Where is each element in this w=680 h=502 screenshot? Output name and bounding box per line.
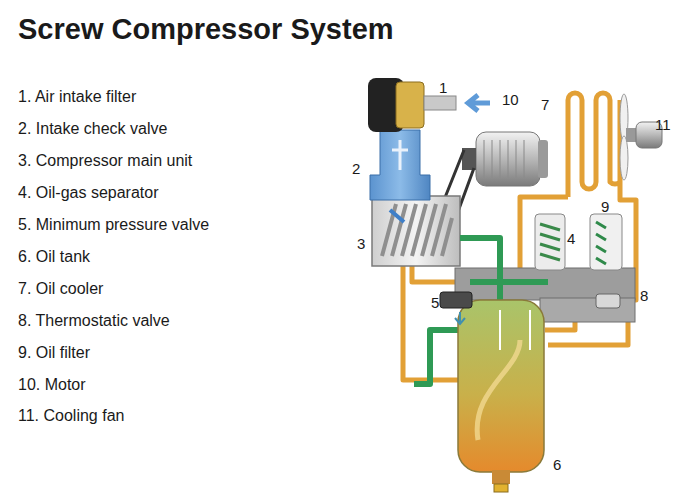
oil-tank [458, 300, 544, 492]
legend-item: 4. Oil-gas separator [18, 184, 159, 202]
drain-valve [494, 484, 508, 492]
intake-check-valve [370, 130, 430, 200]
tank-body [458, 300, 544, 472]
legend-item: 1. Air intake filter [18, 88, 136, 106]
intake-arrow [468, 95, 490, 111]
valve-stem [392, 140, 408, 170]
blowdown-arrow [455, 312, 465, 324]
swirl-arrow [477, 340, 520, 440]
diagram-title: Screw Compressor System [18, 13, 394, 46]
callout-number: 2 [352, 160, 360, 177]
thermostatic-valve [596, 294, 620, 308]
air-flow-arrow [390, 210, 404, 222]
callout-number: 10 [502, 91, 519, 108]
compressor-unit [372, 196, 460, 266]
manifold-lower [540, 298, 635, 322]
legend-item: 6. Oil tank [18, 248, 90, 266]
legend-item: 7. Oil cooler [18, 280, 103, 298]
fan-hub [626, 128, 636, 142]
separator-outlet-line [470, 279, 548, 285]
fan-blade [620, 136, 628, 180]
callout-number: 8 [640, 287, 648, 304]
callout-number: 5 [431, 294, 439, 311]
compressor-housing [372, 196, 460, 266]
filter-shell [590, 214, 622, 270]
callout-number: 4 [567, 230, 575, 247]
air-intake-filter [368, 78, 490, 132]
tank-neck [492, 470, 510, 484]
separator-element [540, 224, 560, 260]
oil-cooler [568, 93, 620, 197]
callout-number: 6 [553, 456, 561, 473]
oil-injection-line [412, 265, 456, 282]
tank-flow-arrow [500, 310, 530, 350]
oil-filter [590, 214, 622, 270]
oil-gas-separator [535, 214, 565, 270]
legend-item: 9. Oil filter [18, 344, 90, 362]
cooling-fan [620, 94, 662, 180]
motor-body [476, 132, 540, 186]
filter-element [596, 222, 606, 264]
callout-number: 1 [439, 79, 447, 96]
compressed-air-line [460, 238, 500, 300]
callout-number: 11 [655, 116, 671, 133]
separator-shell [535, 214, 565, 270]
minimum-pressure-valve [440, 292, 472, 308]
screw-rotor [382, 204, 452, 256]
legend-item: 5. Minimum pressure valve [18, 216, 209, 234]
legend-item: 10. Motor [18, 376, 86, 394]
filter-cap [396, 82, 424, 128]
motor-endcap [538, 140, 548, 178]
legend-item: 8. Thermostatic valve [18, 312, 170, 330]
motor [462, 132, 548, 186]
callout-number: 7 [541, 96, 549, 113]
callout-number: 3 [357, 235, 365, 252]
legend-item: 3. Compressor main unit [18, 152, 192, 170]
motor-fins [484, 140, 524, 178]
legend-item: 11. Cooling fan [18, 407, 124, 425]
legend-item: 2. Intake check valve [18, 120, 167, 138]
callout-number: 9 [601, 198, 609, 215]
intake-pipe [424, 96, 456, 110]
